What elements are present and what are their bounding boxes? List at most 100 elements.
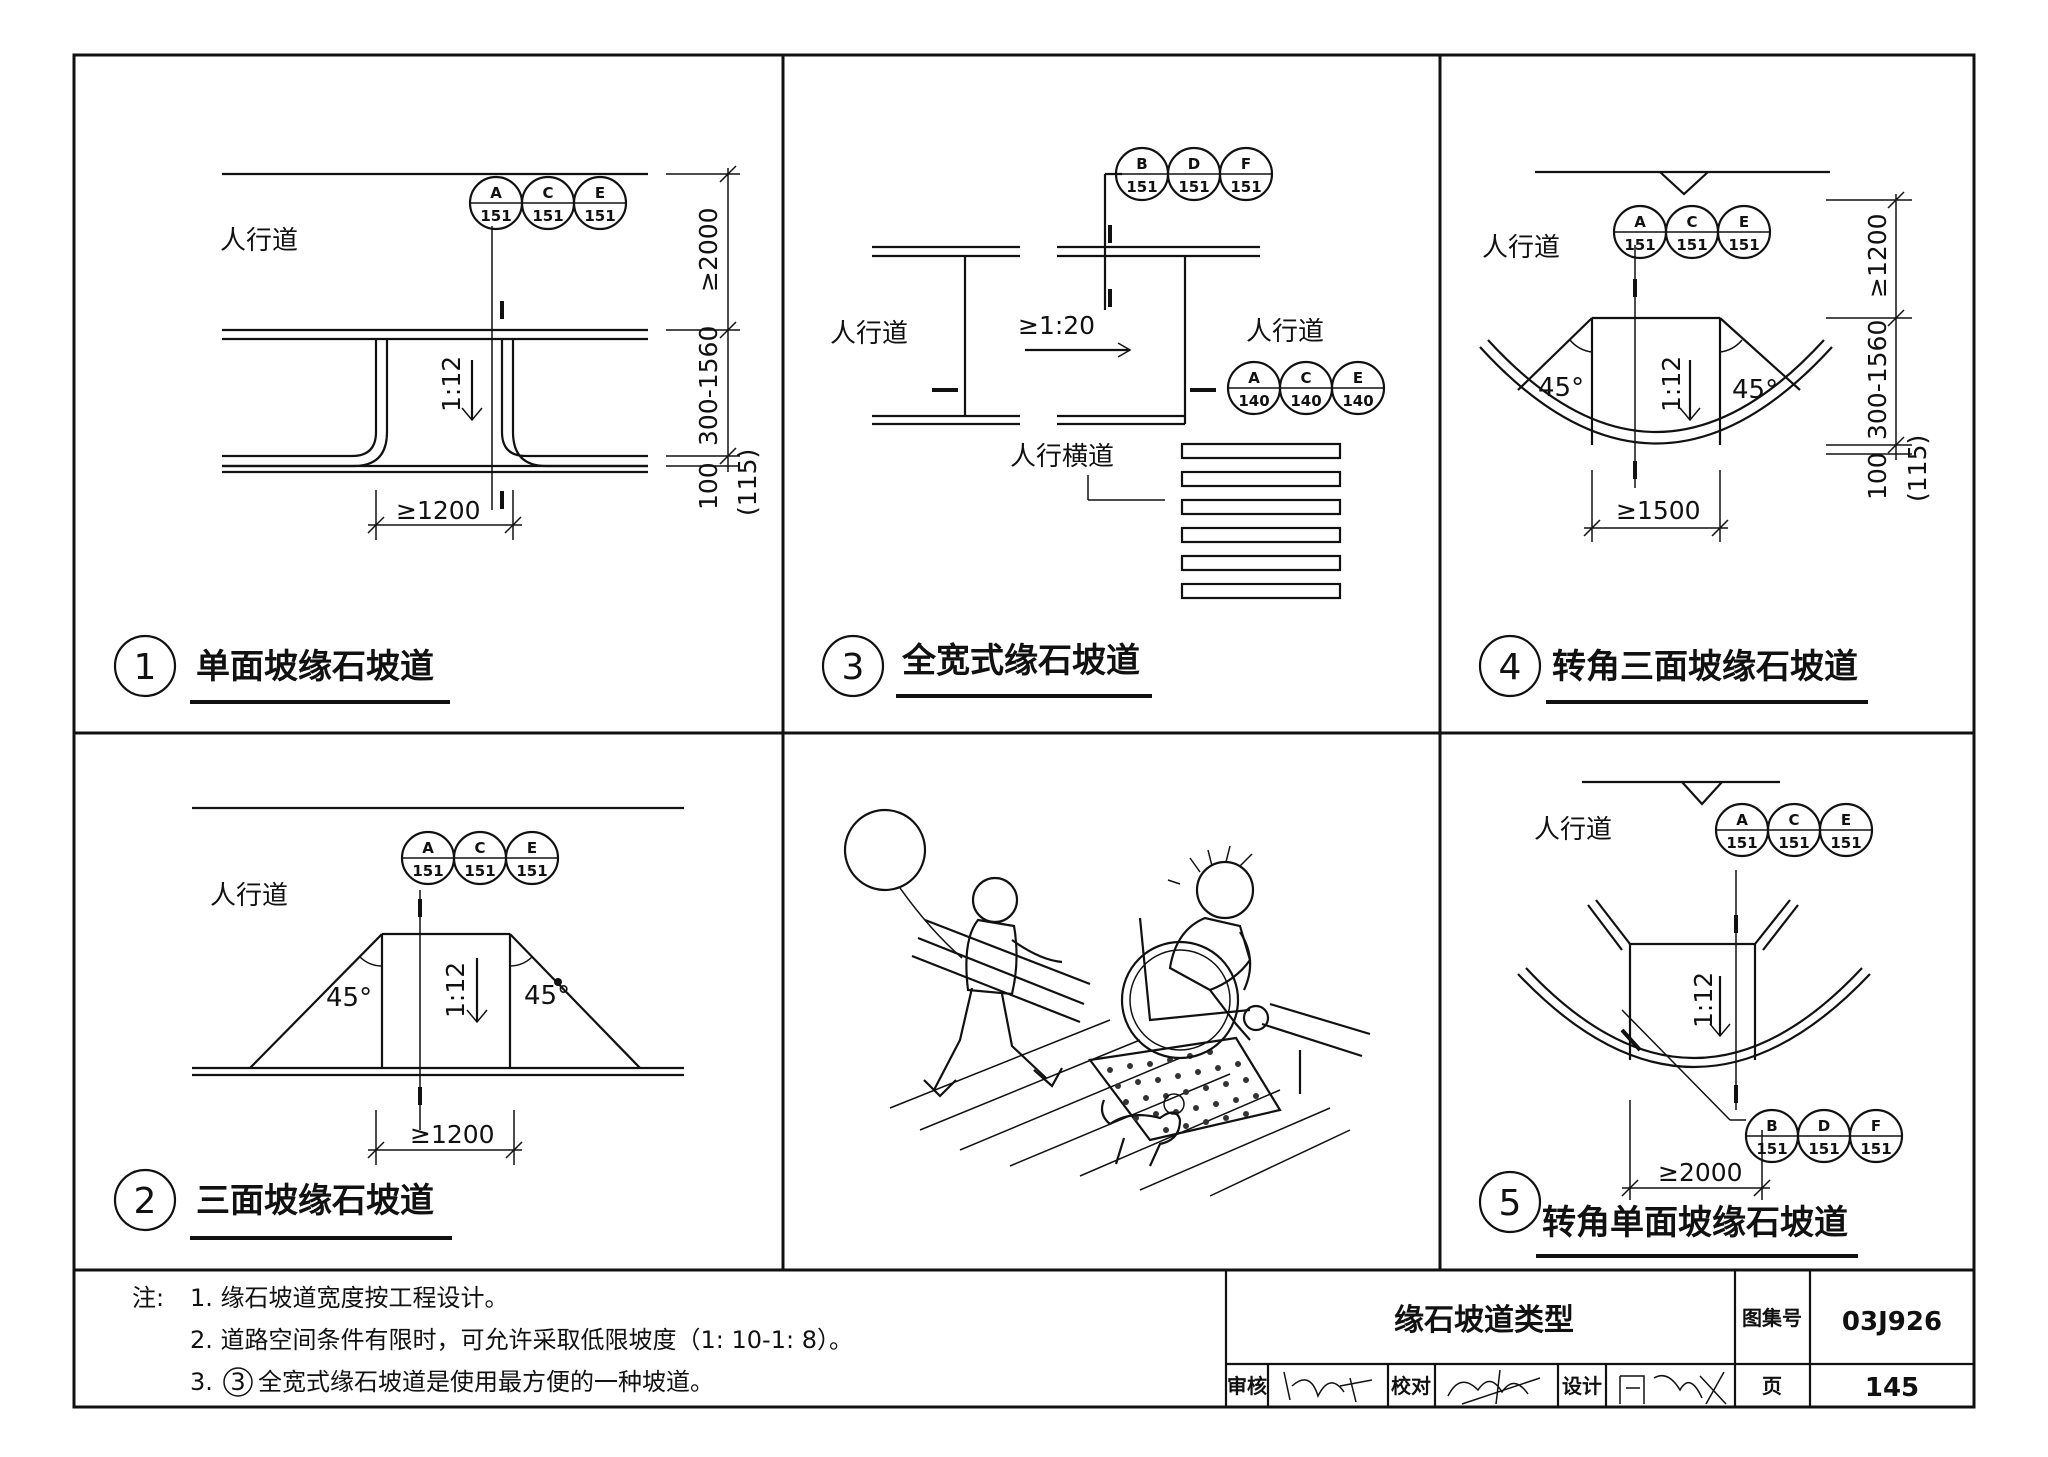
- index-refs-p3-right: A 140 C 140 E 140: [1226, 360, 1386, 416]
- ref-letter: E: [1353, 369, 1363, 387]
- note-1: 1. 缘石坡道宽度按工程设计。: [190, 1284, 509, 1312]
- panel-title: 转角三面坡缘石坡道: [1552, 647, 1858, 687]
- ref-letter: B: [1766, 1117, 1777, 1135]
- ref-c151: C 151: [1766, 802, 1822, 858]
- ref-letter: E: [527, 839, 537, 857]
- panel-1-title: 1 单面坡缘石坡道: [113, 634, 450, 704]
- review-label: 审核: [1227, 1374, 1267, 1398]
- ref-e151: E 151: [1818, 802, 1874, 858]
- ref-c140: C 140: [1278, 360, 1334, 416]
- wheelchair-ramp-illustration: [843, 808, 1371, 1197]
- ref-number: 151: [1778, 834, 1809, 852]
- panel-2: [192, 806, 684, 1165]
- top-dim-p4: ≥1200: [1863, 213, 1892, 298]
- page-label: 页: [1762, 1374, 1782, 1398]
- panel-number: 3: [842, 647, 865, 688]
- ref-number: 151: [1830, 834, 1861, 852]
- panel-title: 转角单面坡缘石坡道: [1542, 1203, 1848, 1243]
- index-refs-p2: A 151 C 151 E 151: [400, 830, 560, 886]
- panel-title: 单面坡缘石坡道: [196, 647, 434, 687]
- ref-number: 151: [1756, 1140, 1787, 1158]
- ref-number: 151: [1178, 178, 1209, 196]
- ref-a151: A 151: [1714, 802, 1770, 858]
- ref-a151: A 151: [1612, 204, 1668, 260]
- note-2: 2. 道路空间条件有限时，可允许采取低限坡度（1: 10-1: 8）。: [190, 1326, 853, 1354]
- ref-number: 151: [1726, 834, 1757, 852]
- ref-a140: A 140: [1226, 360, 1282, 416]
- ref-number: 151: [412, 862, 443, 880]
- ref-letter: D: [1818, 1117, 1830, 1135]
- sidewalk-label-p3-left: 人行道: [830, 319, 908, 349]
- atlas-number-value: 03J926: [1842, 1307, 1942, 1337]
- ref-b151: B 151: [1744, 1108, 1800, 1164]
- panel-number: 5: [1499, 1183, 1522, 1224]
- ref-letter: B: [1136, 155, 1147, 173]
- ref-letter: F: [1241, 155, 1251, 173]
- ref-letter: F: [1871, 1117, 1881, 1135]
- ref-e151: E 151: [572, 175, 628, 231]
- ref-letter: C: [474, 839, 485, 857]
- index-refs-p1: A 151 C 151 E 151: [468, 175, 628, 231]
- ref-letter: A: [490, 184, 502, 202]
- atlas-number-label: 图集号: [1742, 1306, 1802, 1330]
- designer-signature: [1619, 1371, 1727, 1405]
- ref-number: 140: [1238, 392, 1269, 410]
- ref-f151: F 151: [1848, 1108, 1904, 1164]
- mid-dim-p4: 300-1560: [1863, 320, 1892, 440]
- title-block: 缘石坡道类型 图集号 03J926 审核 校对 设计 页 145: [1224, 1270, 1974, 1407]
- ref-letter: A: [1736, 811, 1748, 829]
- ref-number: 151: [1230, 178, 1261, 196]
- width-dim-p4: ≥1500: [1616, 496, 1701, 525]
- angle-right-p2: 45°: [524, 981, 570, 1011]
- ref-letter: A: [1248, 369, 1260, 387]
- bottom-dim2-p1: (115): [733, 449, 762, 516]
- reviewer-signature: [1283, 1371, 1373, 1403]
- ref-c151: C 151: [452, 830, 508, 886]
- note-3-circle-number: 3: [230, 1368, 245, 1396]
- page-value: 145: [1865, 1373, 1919, 1403]
- ref-number: 151: [516, 862, 547, 880]
- bottom-dim2-p4: (115): [1903, 435, 1932, 502]
- slope-label-p5: 1:12: [1689, 972, 1718, 1028]
- panel-number: 2: [134, 1181, 157, 1222]
- panel-title: 全宽式缘石坡道: [901, 641, 1140, 681]
- note-3-prefix: 3.: [190, 1368, 213, 1396]
- ref-number: 151: [1728, 236, 1759, 254]
- ref-letter: E: [595, 184, 605, 202]
- panel-title: 三面坡缘石坡道: [196, 1181, 434, 1221]
- angle-left-p4: 45°: [1538, 373, 1584, 403]
- ref-number: 151: [1624, 236, 1655, 254]
- ref-number: 151: [1808, 1140, 1839, 1158]
- ref-f151: F 151: [1218, 146, 1274, 202]
- sidewalk-label-p2: 人行道: [210, 881, 288, 911]
- ref-d151: D 151: [1796, 1108, 1852, 1164]
- width-dim-p1: ≥1200: [396, 496, 481, 525]
- notes-prefix: 注:: [132, 1284, 164, 1312]
- ref-c151: C 151: [520, 175, 576, 231]
- ref-number: 151: [1860, 1140, 1891, 1158]
- design-label: 设计: [1562, 1374, 1602, 1398]
- angle-right-p4: 45°: [1732, 375, 1778, 405]
- ref-number: 140: [1342, 392, 1373, 410]
- zebra-crossing: [1180, 442, 1342, 600]
- tactile-paving: [1107, 1049, 1259, 1133]
- ref-number: 151: [1126, 178, 1157, 196]
- drawing-title: 缘石坡道类型: [1394, 1303, 1574, 1338]
- notes-block: 注: 1. 缘石坡道宽度按工程设计。 2. 道路空间条件有限时，可允许采取低限坡…: [132, 1284, 853, 1397]
- panel-3: [872, 172, 1342, 600]
- slope-label-p1: 1:12: [437, 356, 466, 412]
- slope-label-p2: 1:12: [441, 962, 470, 1018]
- ref-number: 151: [464, 862, 495, 880]
- ref-e140: E 140: [1330, 360, 1386, 416]
- width-dim-p2: ≥1200: [410, 1120, 495, 1149]
- ref-c151: C 151: [1664, 204, 1720, 260]
- panel-number: 1: [134, 647, 157, 688]
- ref-e151: E 151: [504, 830, 560, 886]
- ref-letter: D: [1188, 155, 1200, 173]
- panel-5-title: 5 转角单面坡缘石坡道: [1478, 1170, 1858, 1258]
- ref-letter: C: [542, 184, 553, 202]
- ref-b151: B 151: [1114, 146, 1170, 202]
- sidewalk-label-p4: 人行道: [1482, 233, 1560, 263]
- ref-number: 151: [480, 207, 511, 225]
